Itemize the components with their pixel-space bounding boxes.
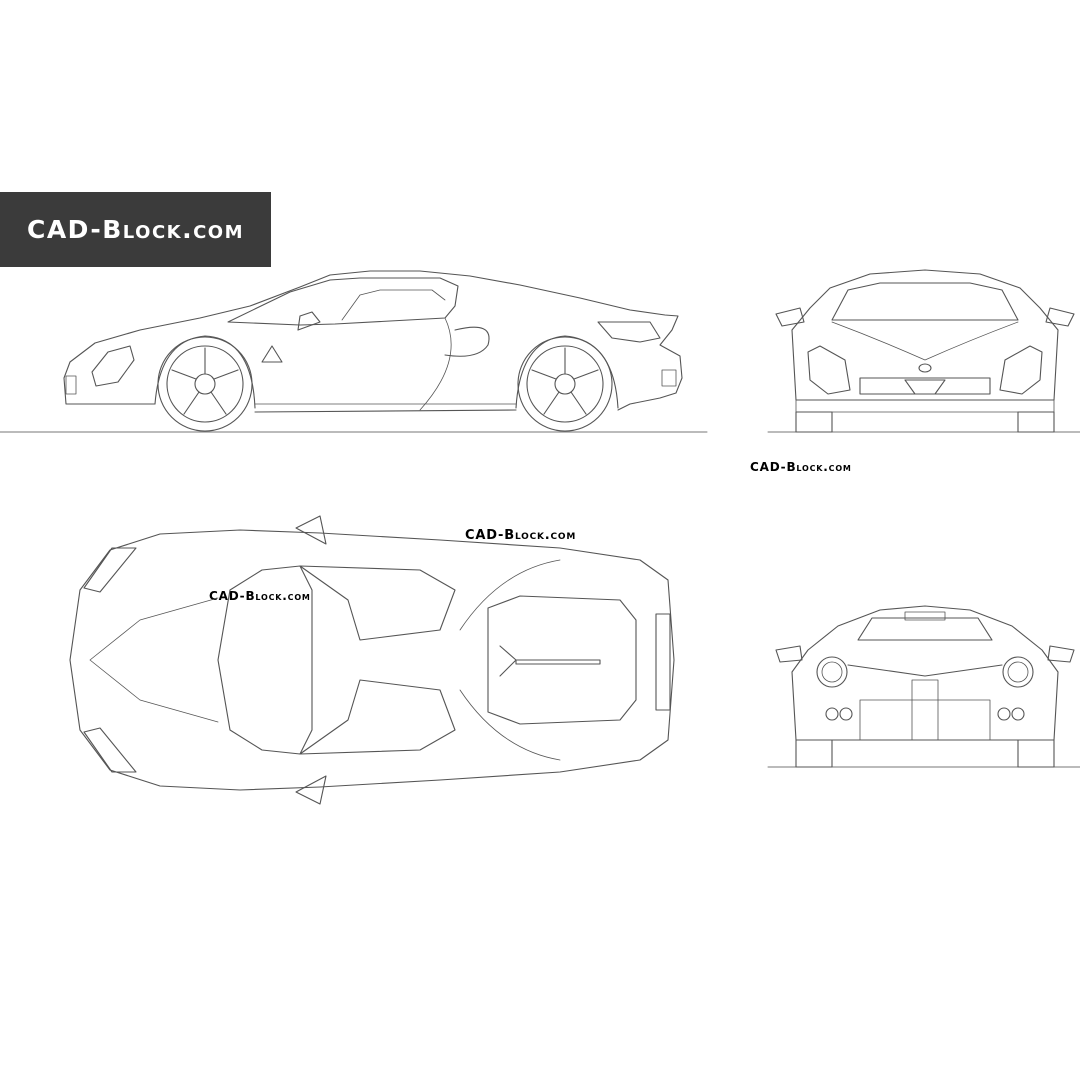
front-windshield (831, 282, 1019, 321)
rear-exhaust-left-1 (825, 707, 839, 721)
side-exhaust (661, 369, 677, 387)
side-body-outline (63, 270, 683, 413)
front-tyre-right (1017, 411, 1055, 433)
front-splitter (795, 399, 1055, 413)
banner-text: CAD-Block.com (26, 215, 245, 244)
top-rear-haunches (459, 559, 561, 761)
top-headlight-right (83, 727, 137, 773)
front-hood-line (831, 321, 1019, 361)
cad-block-banner: CAD-Block.com (0, 192, 271, 267)
side-front-grille (65, 375, 77, 395)
front-lower-grille (859, 377, 991, 395)
front-badge (918, 363, 932, 373)
side-rear-arch (515, 335, 619, 409)
side-view (0, 270, 708, 433)
side-mirror (297, 311, 321, 331)
side-badge (261, 345, 283, 363)
top-side-window-upper (299, 565, 456, 641)
rear-window (857, 617, 993, 641)
rear-exhaust-left-2 (839, 707, 853, 721)
side-front-wheel (157, 336, 253, 432)
front-mirror-left (775, 307, 805, 327)
top-rear-vent (655, 613, 671, 711)
top-headlight-left (83, 547, 137, 593)
top-side-window-lower (299, 679, 456, 755)
front-headlight-left (807, 345, 851, 395)
rear-tyre-right (1017, 739, 1055, 768)
watermark-top-view-right: CAD-Block.com (465, 528, 577, 543)
side-headlight (91, 345, 135, 387)
top-engine-cover (487, 595, 637, 725)
top-windshield (217, 565, 313, 755)
rear-exhaust-right-2 (1011, 707, 1025, 721)
front-view (767, 269, 1080, 433)
top-view (69, 515, 675, 805)
front-mirror-right (1045, 307, 1075, 327)
rear-diffuser (859, 699, 991, 741)
top-mirror-right (295, 775, 327, 805)
front-headlight-right (999, 345, 1043, 395)
front-body-outline (791, 269, 1059, 401)
side-door-line (419, 317, 452, 411)
rear-tyre-left (795, 739, 833, 768)
side-rear-vent (597, 321, 661, 343)
side-rear-wheel (517, 336, 613, 432)
rear-mirror-right (1047, 645, 1075, 663)
rear-exhaust-right-1 (997, 707, 1011, 721)
rear-light-right (1002, 656, 1034, 688)
rear-light-left (816, 656, 848, 688)
watermark-top-view-left: CAD-Block.com (209, 589, 311, 603)
top-hood-lines (89, 597, 219, 723)
rear-plate-badge (904, 611, 946, 621)
watermark-front-view: CAD-Block.com (750, 460, 852, 474)
top-mirror-left (295, 515, 327, 545)
rear-body-outline (791, 605, 1059, 741)
rear-view (767, 605, 1080, 768)
front-shield-grille (904, 379, 946, 395)
side-air-intake (444, 326, 490, 357)
rear-light-bar (847, 664, 1003, 677)
rear-mirror-left (775, 645, 803, 663)
front-tyre-left (795, 411, 833, 433)
side-front-arch (154, 335, 256, 409)
top-body-outline (69, 529, 675, 791)
side-window-inner (341, 289, 446, 321)
side-window (227, 277, 459, 326)
top-engine-spine (499, 645, 601, 677)
rear-center-fin (911, 679, 939, 741)
